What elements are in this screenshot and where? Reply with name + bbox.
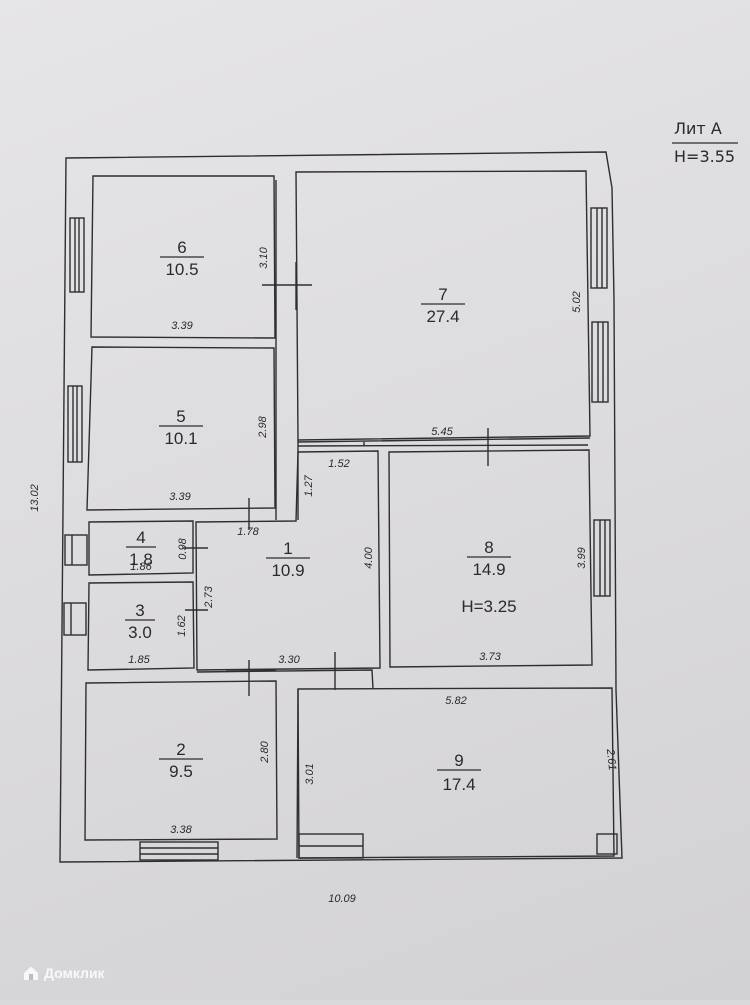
- dim-r1-depth: 4.00: [363, 546, 375, 568]
- room-area: 17.4: [442, 775, 475, 794]
- room-7-outline: [295, 170, 591, 441]
- watermark: Домклик: [22, 964, 105, 982]
- dim-r9-depth-right: 2.61: [604, 747, 618, 771]
- outer-wall: [59, 151, 623, 863]
- room-1-label: 1 10.9: [266, 539, 310, 580]
- dim-r1-b: 1.27: [303, 474, 315, 496]
- room-3-label: 3 3.0: [125, 601, 155, 642]
- room-2-label: 2 9.5: [159, 740, 203, 781]
- overall-height: 13.02: [29, 484, 41, 512]
- room-4-outline: [88, 520, 194, 576]
- dim-r7-width: 5.45: [431, 426, 453, 438]
- room-number: 5: [176, 407, 185, 426]
- hall-wall: [196, 669, 374, 690]
- dim-r1-width: 3.30: [278, 654, 300, 666]
- dim-r1-a: 1.52: [328, 458, 349, 470]
- dim-r4-depth: 0.98: [177, 537, 189, 559]
- room-area: 10.1: [164, 429, 197, 448]
- room-9-label: 9 17.4: [437, 751, 481, 794]
- room-4-label: 4 1.8: [126, 528, 156, 569]
- dim-r3-depth: 1.62: [176, 615, 188, 636]
- room-2-outline: [84, 680, 278, 841]
- dim-r1-d: 2.73: [203, 585, 215, 608]
- corridor-wall: [275, 180, 299, 859]
- dim-r9-width: 5.82: [445, 695, 466, 707]
- dim-r3-width: 1.85: [128, 654, 150, 666]
- room-area: 10.9: [271, 561, 304, 580]
- door-marks: [183, 262, 489, 696]
- room-number: 1: [283, 539, 292, 558]
- room-area: 1.8: [129, 550, 153, 569]
- room-number: 3: [135, 601, 144, 620]
- title-block: Лит А H=3.55: [672, 119, 738, 166]
- dim-r5-width: 3.39: [169, 491, 190, 503]
- room-area: 14.9: [472, 560, 505, 579]
- room-8-label: 8 14.9 H=3.25: [461, 538, 516, 616]
- dim-r1-c: 1.78: [237, 526, 259, 538]
- overall-width: 10.09: [328, 893, 356, 905]
- dim-r2-depth: 2.80: [259, 740, 271, 763]
- room-5-outline: [86, 346, 276, 511]
- windows-left: [63, 217, 88, 636]
- dim-r6-depth: 3.10: [258, 246, 270, 268]
- bottom-openings: [139, 833, 618, 861]
- dimension-labels: 10.09 13.02 3.39 3.10 5.02 5.45 3.39 2.9…: [29, 246, 618, 905]
- room-1-outline: [195, 450, 381, 671]
- dim-r9-depth-left: 3.01: [304, 763, 316, 784]
- room-labels: 6 10.5 7 27.4 5 10.1 4 1.8 3 3.0 1 10.9: [125, 238, 517, 794]
- corridor-wall-upper: [297, 437, 591, 447]
- watermark-label: Домклик: [44, 965, 105, 981]
- room-9-outline: [297, 687, 615, 859]
- room-number: 9: [454, 751, 463, 770]
- room-3-outline: [87, 581, 195, 671]
- house-logo-icon: [24, 966, 38, 980]
- room-number: 4: [136, 528, 145, 547]
- dim-r6-width: 3.39: [171, 320, 192, 332]
- windows-right: [590, 207, 611, 597]
- room-5-label: 5 10.1: [159, 407, 203, 448]
- dim-r5-depth: 2.98: [257, 415, 269, 438]
- room-area: 9.5: [169, 762, 193, 781]
- lit-label: Лит А: [674, 119, 722, 138]
- room-area: 27.4: [426, 307, 459, 326]
- room-8-outline: [388, 449, 593, 668]
- dim-r2-width: 3.38: [170, 824, 192, 836]
- dim-r7-depth: 5.02: [571, 291, 583, 312]
- room-number: 7: [438, 285, 447, 304]
- room-7-label: 7 27.4: [421, 285, 465, 326]
- room-6-outline: [90, 175, 276, 339]
- room-area: 10.5: [165, 260, 198, 279]
- room-number: 2: [176, 740, 185, 759]
- dim-r8-width: 3.73: [479, 651, 501, 663]
- room-area: 3.0: [128, 623, 152, 642]
- room-number: 6: [177, 238, 186, 257]
- room-6-label: 6 10.5: [160, 238, 204, 279]
- total-height: H=3.55: [674, 147, 735, 166]
- dim-r4-width: 1.86: [130, 561, 152, 573]
- dim-r8-depth: 3.99: [576, 547, 588, 568]
- room-height: H=3.25: [461, 597, 516, 616]
- room-number: 8: [484, 538, 493, 557]
